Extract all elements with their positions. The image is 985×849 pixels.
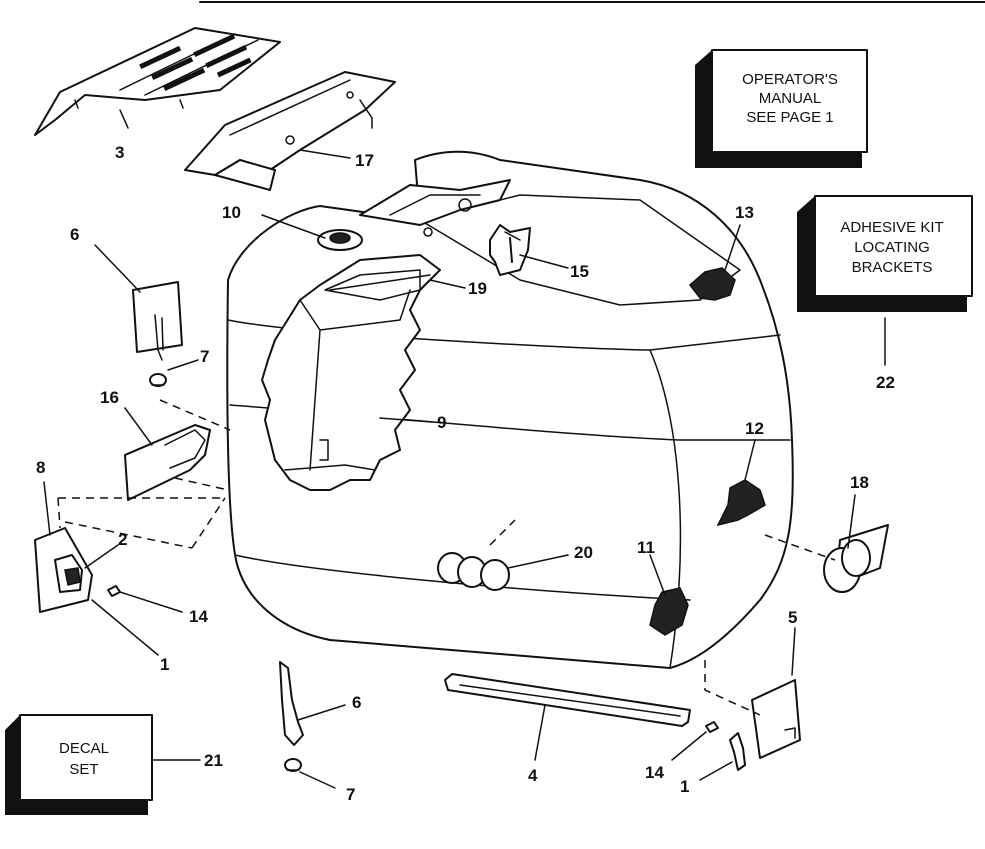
dash-7a xyxy=(159,399,231,431)
leader-14b xyxy=(671,731,707,761)
callout-4: 4 xyxy=(528,766,538,785)
manual-line-3: SEE PAGE 1 xyxy=(746,109,833,126)
part-13-bracket xyxy=(688,267,736,301)
leader-6b xyxy=(297,704,346,721)
dash-8 xyxy=(57,497,226,549)
callout-7-lower: 7 xyxy=(346,785,355,804)
manual-line-2: MANUAL xyxy=(759,90,822,107)
leader-14a xyxy=(119,591,183,613)
part-6-lower-clip xyxy=(279,661,304,746)
leader-6a xyxy=(94,244,141,293)
callout-6-upper: 6 xyxy=(70,225,79,244)
callout-11: 11 xyxy=(637,538,655,557)
leader-3 xyxy=(119,109,129,129)
callout-14-left: 14 xyxy=(189,607,208,626)
leader-8 xyxy=(43,481,51,536)
callout-21: 21 xyxy=(204,751,223,770)
callout-15: 15 xyxy=(570,262,589,281)
leader-7b xyxy=(299,771,336,789)
leader-12 xyxy=(744,439,756,481)
dash-18 xyxy=(764,534,836,561)
callout-20: 20 xyxy=(574,543,593,562)
callout-10: 10 xyxy=(222,203,241,222)
part-7-upper-rivet xyxy=(149,373,167,387)
callout-6-lower: 6 xyxy=(352,693,361,712)
part-7-lower-rivet xyxy=(284,758,302,772)
leader-11 xyxy=(649,554,666,596)
leader-13 xyxy=(724,224,741,271)
part-9-acoustic-liner-cutaway xyxy=(261,254,441,491)
leader-18 xyxy=(847,494,856,549)
adhesive-line-3: BRACKETS xyxy=(852,259,933,276)
leader-4 xyxy=(534,704,546,761)
leader-2 xyxy=(84,544,119,569)
callout-5: 5 xyxy=(788,608,797,627)
callout-19: 19 xyxy=(468,279,487,298)
part-10-latch-knob xyxy=(317,229,363,251)
leader-20-dash xyxy=(489,519,516,546)
callout-8: 8 xyxy=(36,458,45,477)
part-18-emblem-decal xyxy=(823,524,889,593)
callout-1-right: 1 xyxy=(680,777,689,796)
leader-9 xyxy=(379,417,433,423)
leader-15 xyxy=(519,254,569,269)
part-8-side-plate xyxy=(34,527,93,613)
callout-12: 12 xyxy=(745,419,764,438)
callout-13: 13 xyxy=(735,203,754,222)
leader-17 xyxy=(299,149,351,159)
callout-2: 2 xyxy=(118,530,127,549)
callout-7-upper: 7 xyxy=(200,347,209,366)
part-6-upper-plate xyxy=(132,281,183,361)
callout-3: 3 xyxy=(115,143,124,162)
dash-16 xyxy=(174,477,229,491)
callout-9: 9 xyxy=(437,413,446,432)
leader-5 xyxy=(791,627,796,676)
callout-14-right: 14 xyxy=(645,763,664,782)
part-4-trim-strip xyxy=(444,673,691,727)
part-16-handle-panel xyxy=(124,424,211,501)
leader-10 xyxy=(261,214,326,239)
leader-16 xyxy=(124,407,153,446)
leader-1b xyxy=(699,761,733,781)
part-11-bracket xyxy=(649,587,689,636)
decal-line-2: SET xyxy=(69,761,98,778)
part-20-plugs xyxy=(437,552,510,591)
callout-16: 16 xyxy=(100,388,119,407)
leader-19 xyxy=(429,279,466,289)
leader-1a xyxy=(91,599,159,656)
callout-18: 18 xyxy=(850,473,869,492)
adhesive-kit-box xyxy=(797,195,973,312)
part-5-rear-plate xyxy=(751,679,801,759)
dash-5 xyxy=(704,660,761,716)
part-1-right-clip xyxy=(729,732,746,771)
adhesive-line-1: ADHESIVE KIT xyxy=(840,219,943,236)
callout-22: 22 xyxy=(876,373,895,392)
operators-manual-box xyxy=(695,49,868,168)
callout-1-left: 1 xyxy=(160,655,169,674)
part-15-bracket xyxy=(489,224,531,276)
leader-20 xyxy=(507,554,569,569)
part-12-bracket xyxy=(716,479,766,527)
adhesive-line-2: LOCATING xyxy=(854,239,930,256)
part-14-left-screw xyxy=(107,585,121,597)
manual-line-1: OPERATOR'S xyxy=(742,71,838,88)
part-14-right-screw xyxy=(705,721,719,733)
part-3-grille-cover xyxy=(34,27,281,136)
leader-7a xyxy=(167,359,199,371)
decal-set-box xyxy=(5,714,153,815)
callout-17: 17 xyxy=(355,151,374,170)
decal-line-1: DECAL xyxy=(59,740,109,757)
part-17-front-upper-cover xyxy=(184,71,396,191)
